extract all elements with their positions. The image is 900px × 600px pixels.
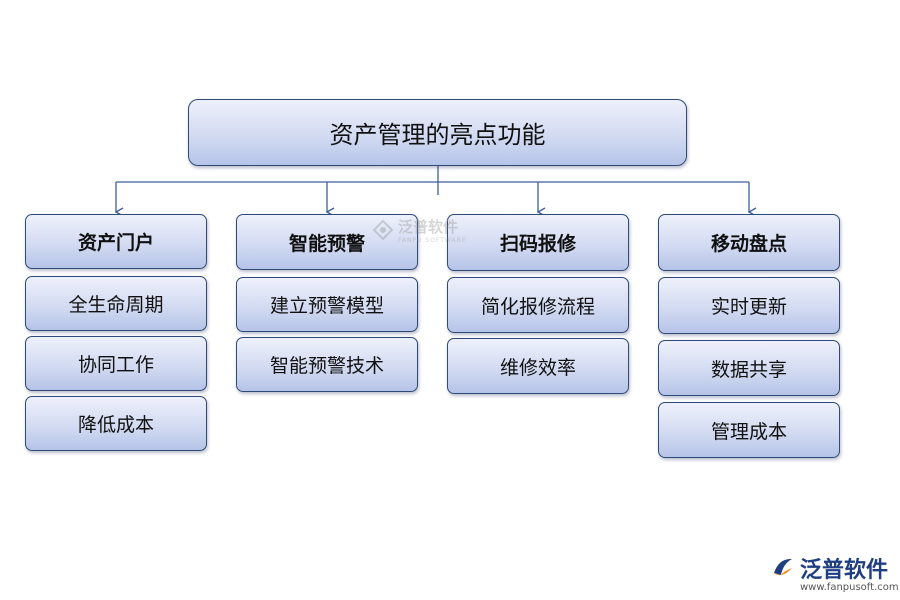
brand-logo-icon <box>774 558 792 576</box>
category-node-scan-repair: 扫码报修 <box>447 214 629 271</box>
feature-node: 全生命周期 <box>25 276 207 331</box>
feature-node: 协同工作 <box>25 336 207 391</box>
category-node-mobile-inventory: 移动盘点 <box>658 214 840 271</box>
brand-logo: 泛普软件 www.fanpusoft.com <box>770 552 899 593</box>
feature-node: 降低成本 <box>25 396 207 451</box>
brand-url: www.fanpusoft.com <box>800 582 899 593</box>
feature-node: 维修效率 <box>447 338 629 394</box>
brand-name: 泛普软件 <box>800 558 889 583</box>
feature-node: 建立预警模型 <box>236 277 418 332</box>
feature-node: 简化报修流程 <box>447 277 629 333</box>
feature-node: 实时更新 <box>658 277 840 334</box>
root-node: 资产管理的亮点功能 <box>188 99 687 166</box>
feature-node: 数据共享 <box>658 340 840 396</box>
feature-node: 管理成本 <box>658 402 840 458</box>
category-node-asset-portal: 资产门户 <box>25 214 207 269</box>
feature-node: 智能预警技术 <box>236 337 418 392</box>
category-node-smart-warning: 智能预警 <box>236 214 418 270</box>
